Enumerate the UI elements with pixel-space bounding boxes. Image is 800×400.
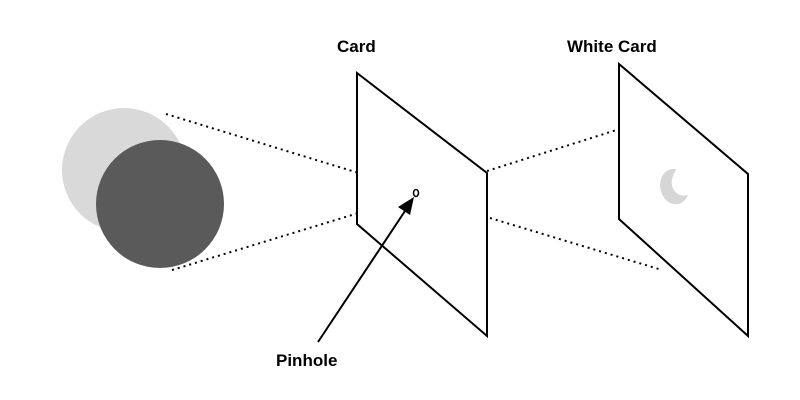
card-label: Card bbox=[337, 37, 376, 56]
projected-crescent bbox=[660, 168, 688, 205]
moon-disc bbox=[96, 140, 224, 268]
pinhole-label: Pinhole bbox=[276, 351, 337, 370]
pinhole-pointer bbox=[317, 197, 414, 343]
white-card-label: White Card bbox=[567, 37, 657, 56]
pointer-arrow-shaft bbox=[317, 207, 408, 343]
card-panel bbox=[356, 70, 488, 339]
eclipse-source bbox=[62, 108, 224, 268]
pinhole bbox=[412, 188, 420, 198]
pointer-arrow-head bbox=[398, 197, 414, 215]
